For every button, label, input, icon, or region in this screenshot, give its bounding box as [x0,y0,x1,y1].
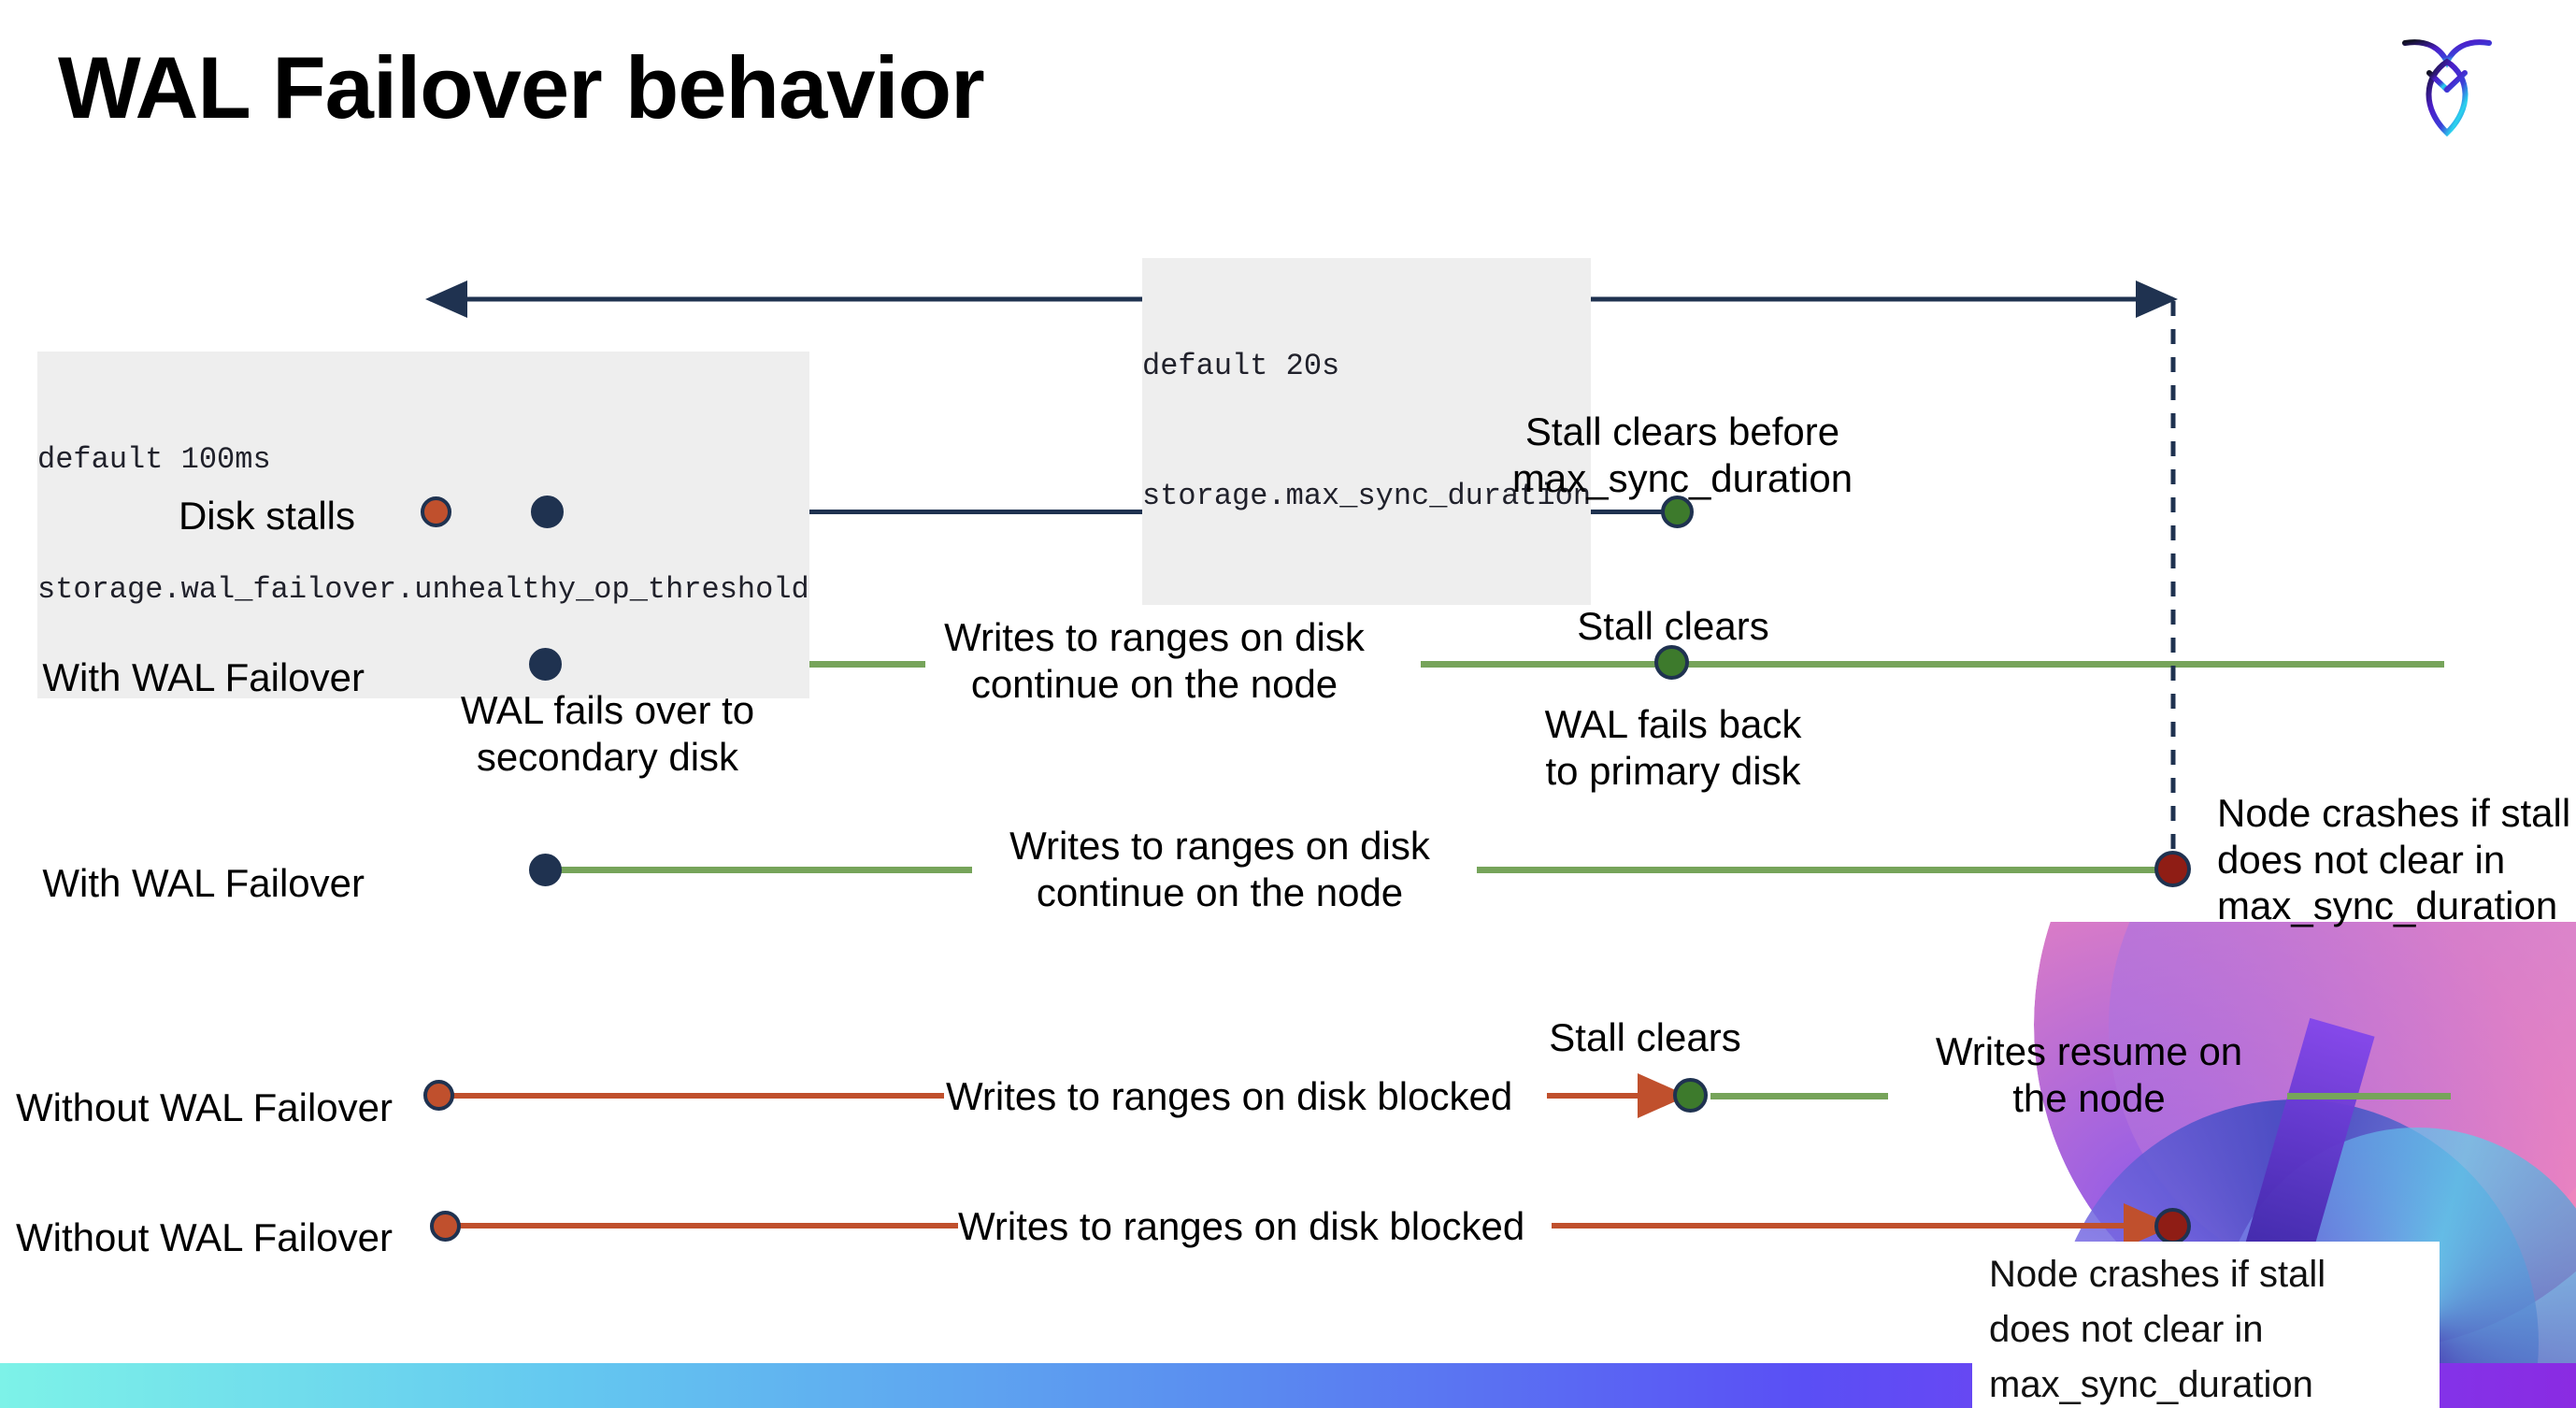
row3-note-c1: Node crashes if stall [2217,791,2571,835]
row2-note-line2: secondary disk [476,734,739,779]
row1-stall-clear-dot [1661,496,1694,528]
row4-stall-start-dot [423,1080,454,1111]
row2-note-w2: continue on the node [970,661,1338,706]
page-title: WAL Failover behavior [58,38,985,136]
code-max-sync-line2: storage.max_sync_duration [1142,474,1592,519]
row2-timeline-right [1421,661,2444,668]
row5-note-node-crashes: Node crashes if stall does not clear in … [1972,1242,2440,1408]
row1-note-stall-clears: Stall clears before max_sync_duration [1505,409,1860,501]
row4-timeline-mid [1710,1093,1888,1099]
row-label-with-wal-failover-2: With WAL Failover [42,861,365,905]
row2-note-wal-fails-over: WAL fails over to secondary disk [439,687,776,780]
row2-stall-clear-dot [1654,645,1689,680]
row2-note-writes-continue: Writes to ranges on disk continue on the… [935,614,1374,707]
row3-note-writes-continue: Writes to ranges on disk continue on the… [991,823,1449,915]
code-chip-unhealthy: default 100ms storage.wal_failover.unhea… [37,352,809,699]
row2-note-line1: WAL fails over to [460,688,755,732]
row5-note-c3: max_sync_duration [1989,1364,2313,1406]
row4-timeline-left [439,1093,944,1099]
row1-failover-dot [531,496,564,528]
row-label-without-wal-failover-2: Without WAL Failover [16,1215,393,1259]
code-unhealthy-line2: storage.wal_failover.unhealthy_op_thresh… [37,568,809,612]
row-label-with-wal-failover-1: With WAL Failover [42,655,365,699]
cockroachdb-logo [2402,39,2492,137]
row1-note-line1: Stall clears before [1524,409,1840,453]
row2-note-b2: to primary disk [1545,748,1801,793]
row3-node-crash-dot [2154,851,2191,887]
row5-timeline-left [449,1223,958,1228]
row2-failover-dot [529,648,562,681]
row5-note-c1: Node crashes if stall [1989,1254,2326,1295]
row1-timeline [436,510,1679,514]
code-unhealthy-line1: default 100ms [37,438,271,482]
row5-note-writes-blocked: Writes to ranges on disk blocked [958,1204,1525,1248]
row1-stall-start-dot [421,496,451,527]
row3-timeline-right [1477,867,2173,873]
row4-timeline-right [2287,1093,2451,1099]
row4-note-stall-clears: Stall clears [1549,1015,1741,1059]
row4-note-r2: the node [2012,1075,2166,1120]
row3-failover-dot [529,854,562,886]
row5-node-crash-dot [2154,1208,2191,1244]
row3-note-w1: Writes to ranges on disk [1009,824,1430,868]
row4-stall-clear-dot [1673,1078,1708,1113]
code-max-sync-line1: default 20s [1142,344,1340,389]
row-label-disk-stalls: Disk stalls [178,494,355,538]
row2-note-b1: WAL fails back [1544,702,1802,746]
row3-note-node-crashes: Node crashes if stall does not clear in … [2217,790,2572,929]
row5-note-c2: does not clear in [1989,1309,2264,1351]
row-label-without-wal-failover-1: Without WAL Failover [16,1085,393,1129]
row3-note-c3: max_sync_duration [2217,884,2558,928]
row3-note-w2: continue on the node [1036,869,1404,914]
row2-note-wal-fails-back: WAL fails back to primary disk [1500,701,1846,794]
row5-stall-start-dot [430,1211,461,1242]
row4-note-writes-blocked: Writes to ranges on disk blocked [946,1074,1513,1118]
row4-note-r1: Writes resume on [1935,1029,2243,1073]
row3-note-c2: does not clear in [2217,837,2506,882]
row2-note-w1: Writes to ranges on disk [944,615,1365,659]
row4-note-writes-resume: Writes resume on the node [1921,1028,2257,1121]
row3-timeline-left [542,867,972,873]
row2-note-stall-clears: Stall clears [1577,604,1769,648]
row1-note-line2: max_sync_duration [1511,455,1853,500]
